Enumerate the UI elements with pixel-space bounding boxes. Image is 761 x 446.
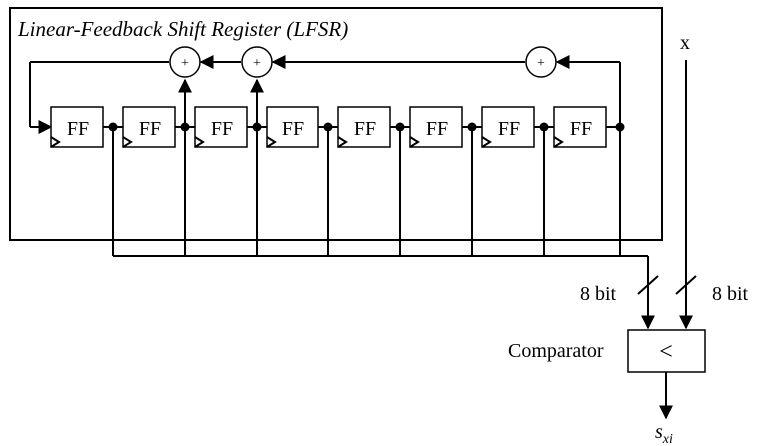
bus-width-label-right: 8 bit: [712, 283, 749, 305]
flipflop-label: FF: [67, 118, 89, 140]
xor-gate-1: +: [169, 46, 201, 78]
lfsr-frame: [9, 7, 663, 241]
input-x-line: [675, 60, 697, 330]
flipflop-label: FF: [354, 118, 376, 140]
flipflop-label: FF: [498, 118, 520, 140]
xor-symbol: +: [537, 56, 545, 71]
flipflop-6: FF: [409, 106, 463, 148]
output-taps: [112, 127, 648, 257]
lfsr-bus: [637, 256, 659, 330]
lfsr-title: Linear-Feedback Shift Register (LFSR): [17, 17, 348, 41]
feedback-network: [29, 55, 621, 134]
output-label-sub: xi: [662, 432, 673, 446]
comparator-block: <: [627, 329, 706, 373]
flipflop-7: FF: [481, 106, 535, 148]
comparator-symbol: <: [659, 339, 673, 365]
flipflop-8: FF: [553, 106, 607, 148]
flipflop-label: FF: [426, 118, 448, 140]
xor-gate-2: +: [241, 46, 273, 78]
junction-dots: [108, 122, 625, 132]
flipflop-label: FF: [282, 118, 304, 140]
flipflop-3: FF: [194, 106, 248, 148]
flipflop-label: FF: [139, 118, 161, 140]
xor-symbol: +: [253, 56, 261, 71]
bus-width-label-left: 8 bit: [580, 283, 617, 305]
comparator-label: Comparator: [508, 340, 604, 362]
flipflop-1: FF: [50, 106, 104, 148]
xor-symbol: +: [181, 56, 189, 71]
flipflop-label: FF: [570, 118, 592, 140]
flipflop-5: FF: [337, 106, 391, 148]
flipflop-2: FF: [122, 106, 176, 148]
flipflop-label: FF: [211, 118, 233, 140]
input-x-label: x: [680, 32, 690, 54]
flipflop-4: FF: [266, 106, 319, 148]
xor-gate-3: +: [525, 46, 557, 78]
output-label-main: s: [655, 421, 663, 443]
output-label: sxi: [655, 421, 673, 446]
